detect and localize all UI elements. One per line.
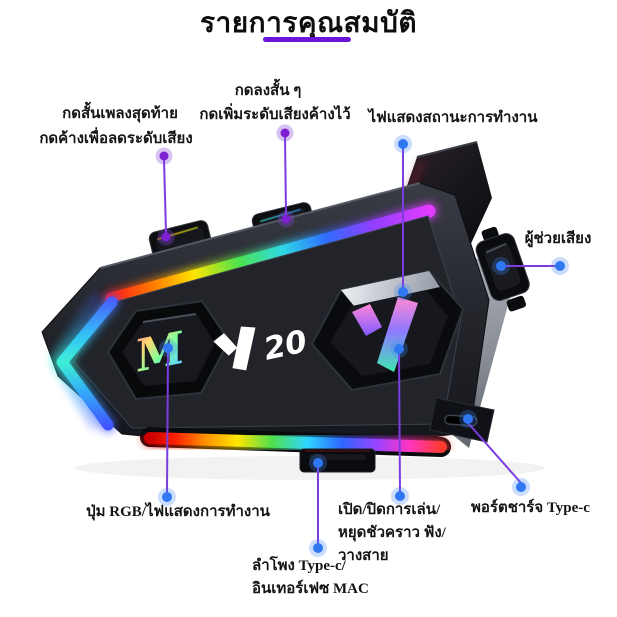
callout-line-hold-volume-down	[163, 159, 167, 234]
brand-m-logo: M	[129, 323, 190, 383]
callout-line-charge-port	[467, 422, 522, 484]
callout-dots-blue	[158, 135, 569, 557]
y-button	[310, 269, 465, 392]
label-rgb-button: ปุ่ม RGB/ไฟแสดงการทำงาน	[86, 504, 270, 520]
model-number: 20	[261, 324, 311, 368]
callout-line-rgb-button	[166, 351, 169, 494]
bottom-rgb-strip	[140, 427, 451, 457]
brand-y-logo	[377, 297, 418, 372]
top-rgb-strip	[104, 203, 437, 307]
left-chevron-light	[49, 293, 119, 432]
label-speaker-interface: ลำโพง Type-c/ อินเทอร์เฟซ MAC	[252, 558, 369, 597]
label-voice-assistant: ผู้ช่วยเสียง	[524, 231, 592, 247]
callout-dots-purple	[155, 124, 295, 246]
callout-line-play-pause	[398, 352, 401, 493]
label-short-press-last-song: กดสั้นเพลงสุดท้าย	[62, 106, 178, 122]
top-edge-highlight	[99, 182, 421, 269]
brand-y-glyph	[232, 326, 256, 371]
label-charge-port: พอร์ตชาร์จ Type-c	[471, 500, 590, 516]
page-title: รายการคุณสมบัติ	[199, 8, 418, 39]
model-mark: 20	[213, 324, 311, 371]
label-play-pause-call: เปิด/ปิดการเล่น/ หยุดชัวคราว ฟัง/ วางสาย	[338, 502, 446, 564]
callout-line-hold-volume-up	[284, 136, 287, 216]
brand-y-glyph	[213, 333, 238, 356]
title-underline	[263, 37, 351, 42]
label-hold-volume-down: กดค้างเพื่อลดระดับเสียง	[39, 131, 193, 147]
label-press-short: กดลงสั้น ๆ	[234, 83, 302, 99]
callout-lines	[163, 136, 556, 544]
brand-y-logo	[352, 304, 382, 336]
label-status-light: ไฟแสดงสถานะการทำงาน	[368, 110, 538, 126]
label-hold-volume-up: กดเพิ่มระดับเสียงค้างไว้	[199, 107, 351, 123]
